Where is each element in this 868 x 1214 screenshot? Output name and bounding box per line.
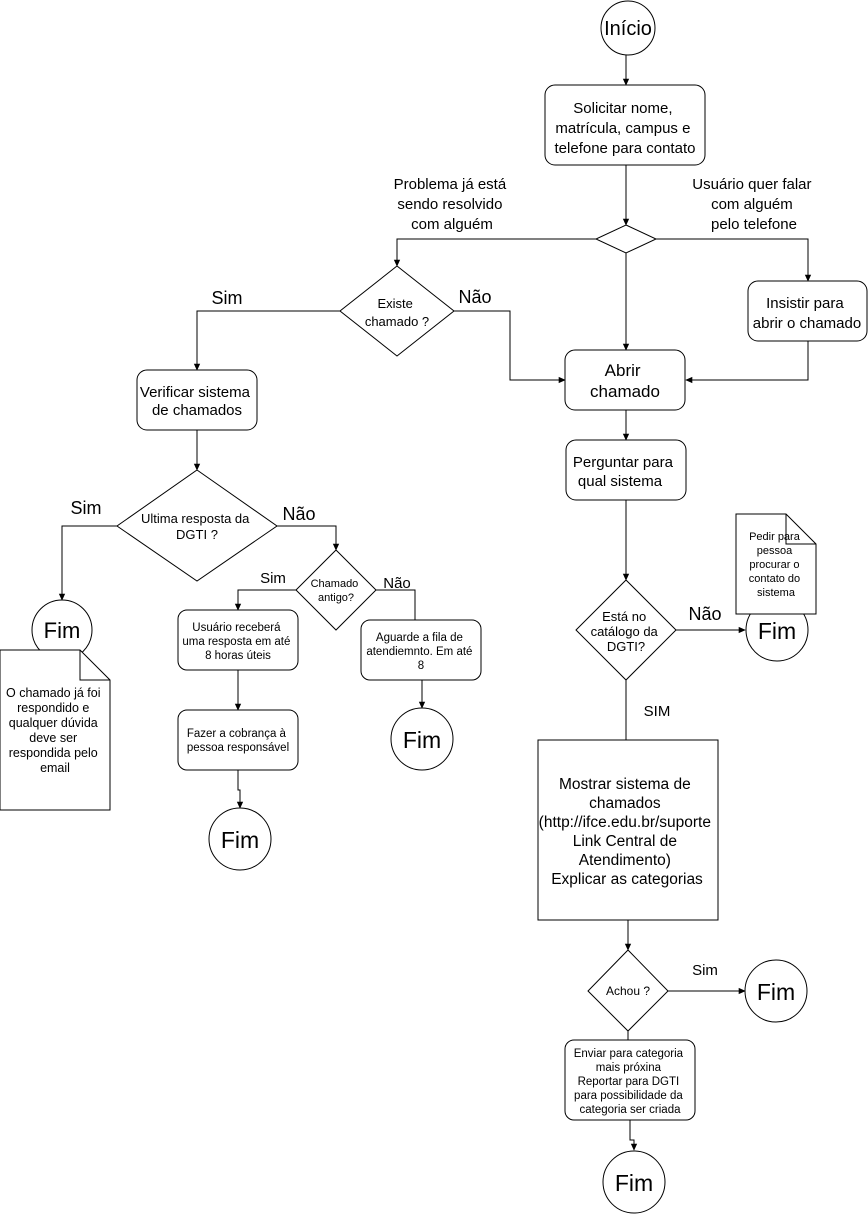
last-reply-diamond xyxy=(116,469,278,582)
show-system-box xyxy=(537,739,719,921)
edge-exists-no-to-open xyxy=(454,310,566,384)
ask-system-text: Perguntar para qual sistema xyxy=(573,454,677,490)
send-category-text: Enviar para categoria mais próxina Repor… xyxy=(574,1048,687,1116)
found-text: Achou ? xyxy=(606,984,650,998)
queue-8h-text: Aguarde a fila de atendiemnto. Em até 8 xyxy=(366,632,475,672)
end-label-charge: Fim xyxy=(221,827,259,853)
ask-system-box xyxy=(565,439,687,501)
open-ticket-box xyxy=(564,349,686,411)
label-lastreply-nao: Não xyxy=(282,504,315,524)
label-exists-sim: Sim xyxy=(212,288,243,308)
label-catalog-sim: SIM xyxy=(644,703,671,720)
exists-diamond xyxy=(339,265,455,357)
check-system-text: Verificar sistema de chamados xyxy=(140,384,254,419)
note-ask-person xyxy=(735,513,817,615)
note-answered-fold xyxy=(79,650,110,681)
old-ticket-diamond xyxy=(295,549,377,631)
note-ask-person-text: Pedir para pessoa procurar o contato do … xyxy=(749,531,803,599)
start-label: Início xyxy=(604,18,652,40)
end-node-found xyxy=(744,959,808,1023)
charge-box xyxy=(177,709,299,771)
label-old-nao: Não xyxy=(383,575,411,592)
send-category-box xyxy=(564,1039,696,1121)
edge-send-to-fim xyxy=(629,1120,638,1151)
exists-text: Existe chamado ? xyxy=(365,296,429,329)
edge-insist-to-open xyxy=(685,341,809,384)
note-answered xyxy=(0,649,111,811)
start-node xyxy=(600,0,656,56)
charge-text: Fazer a cobrança à pessoa responsável xyxy=(187,728,289,754)
show-system-text: Mostrar sistema de chamados (http://ifce… xyxy=(539,776,716,888)
note-ask-person-fold xyxy=(785,514,816,545)
found-diamond xyxy=(587,949,669,1032)
end-label-final: Fim xyxy=(615,1170,653,1196)
edge-charge-to-fim xyxy=(236,770,244,809)
note-answered-text: O chamado já foi respondido e qualquer d… xyxy=(6,686,104,775)
insist-box xyxy=(747,280,868,342)
end-node-queue xyxy=(390,707,454,771)
edge-split-to-insist xyxy=(656,238,812,282)
label-lastreply-sim: Sim xyxy=(71,498,102,518)
insist-text: Insistir para abrir o chamado xyxy=(753,295,861,332)
edge-old-yes-to-reply xyxy=(234,589,296,611)
check-system-box xyxy=(136,369,258,431)
edge-split-to-exists xyxy=(393,238,596,267)
label-old-sim: Sim xyxy=(260,570,286,587)
last-reply-text: Ultima resposta da DGTI ? xyxy=(141,511,253,542)
reply-8h-text: Usuário receberá uma resposta em até 8 h… xyxy=(182,622,293,662)
edge-lastreply-yes-to-fim xyxy=(58,525,117,601)
label-catalog-nao: Não xyxy=(688,604,721,624)
end-label-found: Fim xyxy=(757,979,795,1005)
catalog-text: Está no catálogo da DGTI? xyxy=(591,609,662,654)
end-node-charge xyxy=(208,807,272,871)
open-ticket-text: Abrir chamado xyxy=(590,361,660,401)
request-info-box xyxy=(544,84,706,166)
end-node-final xyxy=(602,1150,666,1214)
edge-lastreply-no-to-old xyxy=(277,525,340,551)
label-wants-phone: Usuário quer falar com alguém pelo telef… xyxy=(692,176,815,233)
end-label-catalog: Fim xyxy=(758,618,796,644)
catalog-diamond xyxy=(575,579,677,681)
old-ticket-text: Chamado antigo? xyxy=(311,578,362,604)
label-exists-nao: Não xyxy=(458,287,491,307)
label-already-solving: Problema já está sendo resolvido com alg… xyxy=(394,176,511,233)
request-info-text: Solicitar nome, matrícula, campus e tele… xyxy=(555,100,696,157)
split-diamond xyxy=(594,224,658,254)
label-found-sim: Sim xyxy=(692,962,718,979)
end-label-answered: Fim xyxy=(44,618,81,643)
queue-8h-box xyxy=(360,619,482,681)
end-label-queue: Fim xyxy=(403,727,441,753)
edge-exists-yes-to-check xyxy=(193,310,340,371)
edges xyxy=(58,55,812,1151)
edge-old-no-to-queue xyxy=(376,589,416,620)
reply-8h-box xyxy=(177,609,299,671)
